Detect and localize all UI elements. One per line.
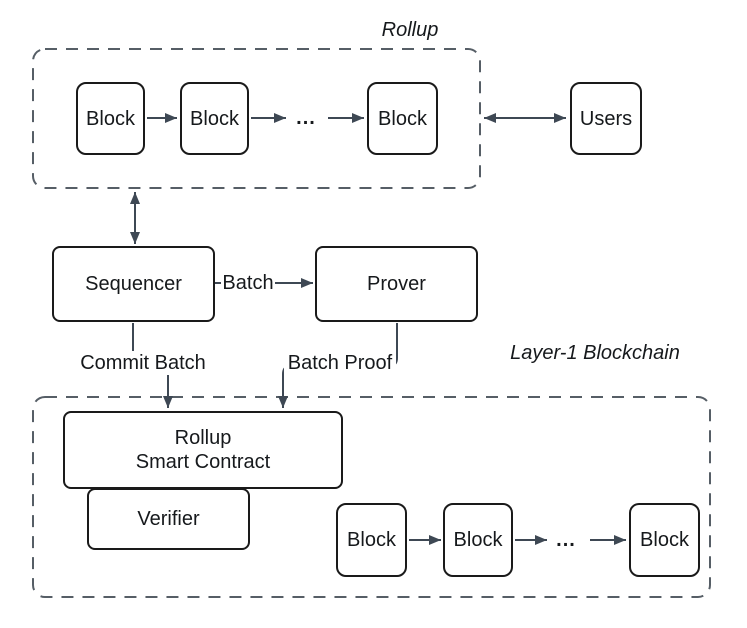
rollup-chain-ellipsis: ... <box>296 106 316 129</box>
users-box: Users <box>570 82 642 155</box>
sequencer-box: Sequencer <box>52 246 215 322</box>
verifier-box: Verifier <box>87 488 250 550</box>
layer1-chain-ellipsis: ... <box>556 528 576 551</box>
prover-box: Prover <box>315 246 478 322</box>
layer1-block-1: Block <box>336 503 407 577</box>
layer1-group-label: Layer-1 Blockchain <box>510 342 680 364</box>
edge-label-batch: Batch <box>221 271 275 295</box>
rollup-block-2: Block <box>180 82 249 155</box>
layer1-group-outline <box>32 396 711 598</box>
smart-contract-box: Rollup Smart Contract <box>63 411 343 489</box>
smart-contract-label-line1: Rollup <box>174 427 232 449</box>
rollup-group-outline <box>32 48 481 189</box>
rollup-block-1: Block <box>76 82 145 155</box>
rollup-block-3: Block <box>367 82 438 155</box>
rollup-group-label: Rollup <box>381 19 439 41</box>
smart-contract-label-line2: Smart Contract <box>135 451 271 473</box>
edge-label-commit-batch: Commit Batch <box>77 351 209 375</box>
layer1-block-2: Block <box>443 503 513 577</box>
edge-label-batch-proof: Batch Proof <box>284 351 396 375</box>
layer1-block-3: Block <box>629 503 700 577</box>
